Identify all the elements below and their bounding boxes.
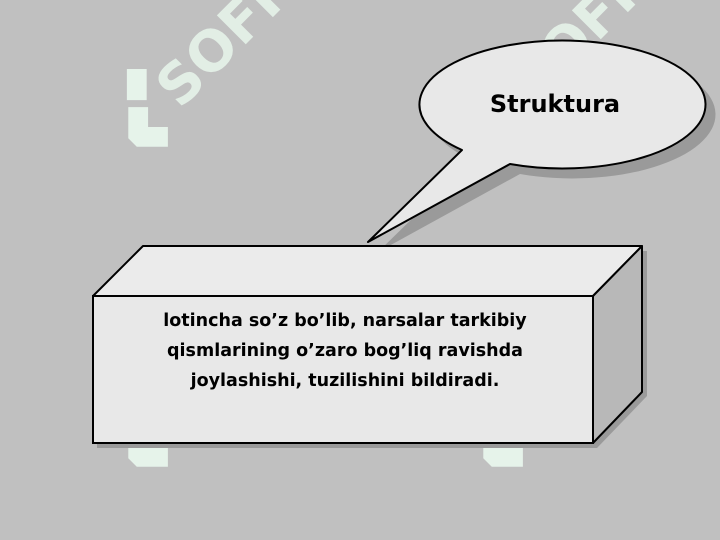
- box-text-line: lotincha so’z bo’lib, narsalar tarkibiy: [163, 311, 527, 331]
- box-text-line: joylashishi, tuzilishini bildiradi.: [190, 371, 500, 391]
- box-top-face: [92, 245, 643, 297]
- box-text-line: qismlarining o’zaro bog’liq ravishda: [167, 341, 523, 361]
- watermark-text: SOFF: [144, 0, 306, 120]
- box-text: lotincha so’z bo’lib, narsalar tarkibiy …: [100, 306, 590, 396]
- box-front-face: [92, 295, 594, 444]
- speech-bubble: [367, 39, 707, 243]
- bubble-label: Struktura: [489, 90, 621, 118]
